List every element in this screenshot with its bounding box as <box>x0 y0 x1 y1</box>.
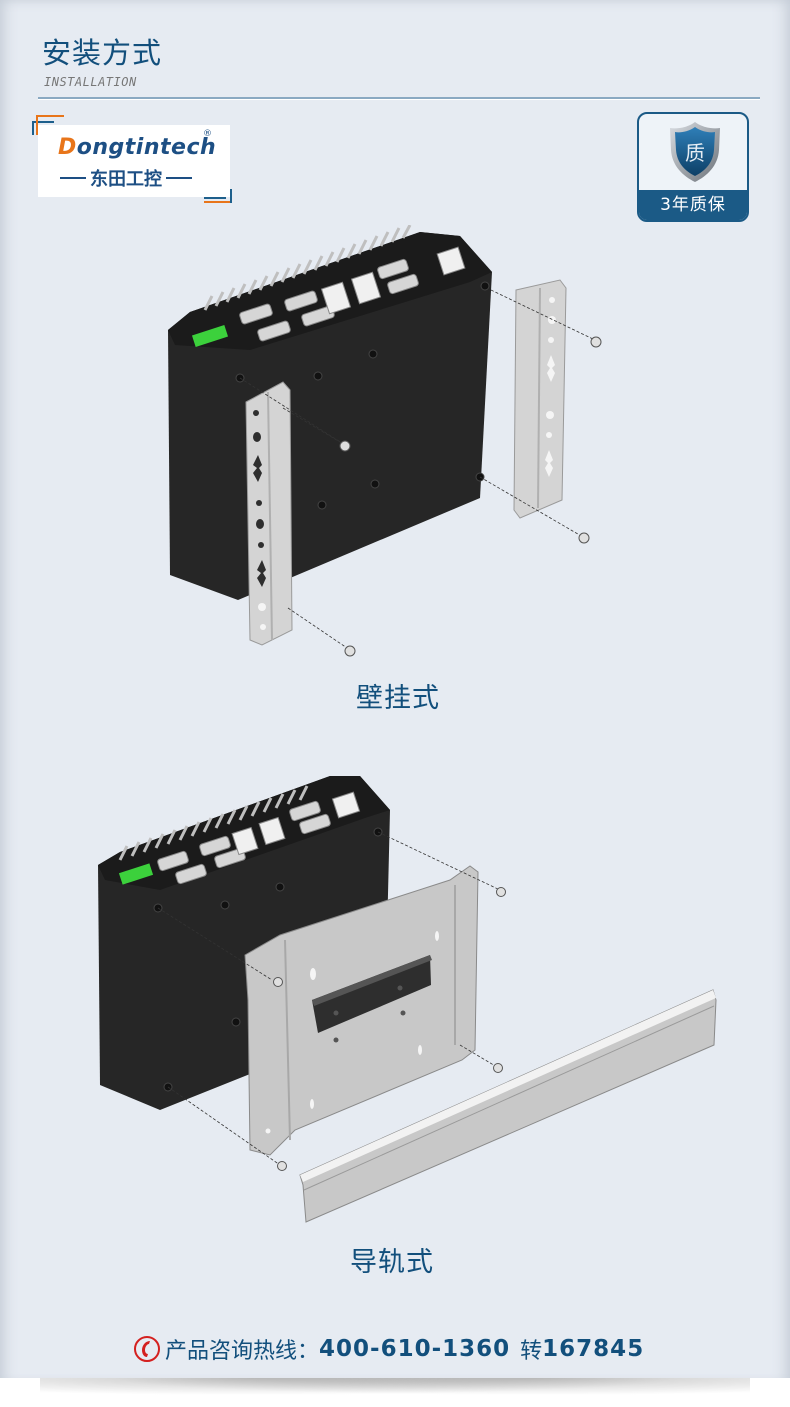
logo-dash <box>60 177 86 179</box>
logo-corner-decoration <box>32 121 34 135</box>
registered-mark: ® <box>203 129 212 139</box>
logo-brand-rest: ongtintech <box>76 135 217 160</box>
hotline: 产品咨询热线： 400-610-1360 转 167845 <box>133 1333 644 1365</box>
din-rail-caption: 导轨式 <box>350 1247 434 1278</box>
wall-mount-caption: 壁挂式 <box>356 683 440 714</box>
din-rail-mount-diagram <box>98 776 717 1223</box>
hotline-number: 400-610-1360 <box>319 1336 511 1362</box>
shield-icon: 质 <box>670 122 720 182</box>
logo-corner-decoration <box>36 115 64 117</box>
warranty-badge: 质 3年质保 <box>637 112 749 222</box>
logo-dash <box>166 177 192 179</box>
logo-chinese-text: 东田工控 <box>90 169 162 190</box>
brand-logo: Dongtintech ® 东田工控 <box>32 115 232 203</box>
page-title: 安装方式 <box>42 36 163 70</box>
panel-shadow <box>40 1378 750 1398</box>
logo-brand-name: Dongtintech <box>58 135 216 160</box>
page-subtitle: INSTALLATION <box>44 75 137 89</box>
wall-mount-diagram <box>168 225 602 657</box>
warranty-label: 3年质保 <box>639 190 747 220</box>
title-divider <box>38 97 760 100</box>
hotline-ext-number: 167845 <box>542 1336 645 1362</box>
logo-corner-decoration <box>230 189 232 203</box>
logo-chinese-name: 东田工控 <box>60 165 192 191</box>
phone-icon <box>134 1336 160 1362</box>
hotline-label: 产品咨询热线： <box>165 1339 320 1364</box>
hotline-ext-label: 转 <box>520 1339 543 1364</box>
logo-corner-decoration <box>36 115 38 135</box>
svg-text:质: 质 <box>685 141 705 165</box>
logo-corner-decoration <box>204 197 226 199</box>
logo-corner-decoration <box>204 201 232 203</box>
logo-brand-initial: D <box>58 135 77 160</box>
logo-corner-decoration <box>32 121 54 123</box>
